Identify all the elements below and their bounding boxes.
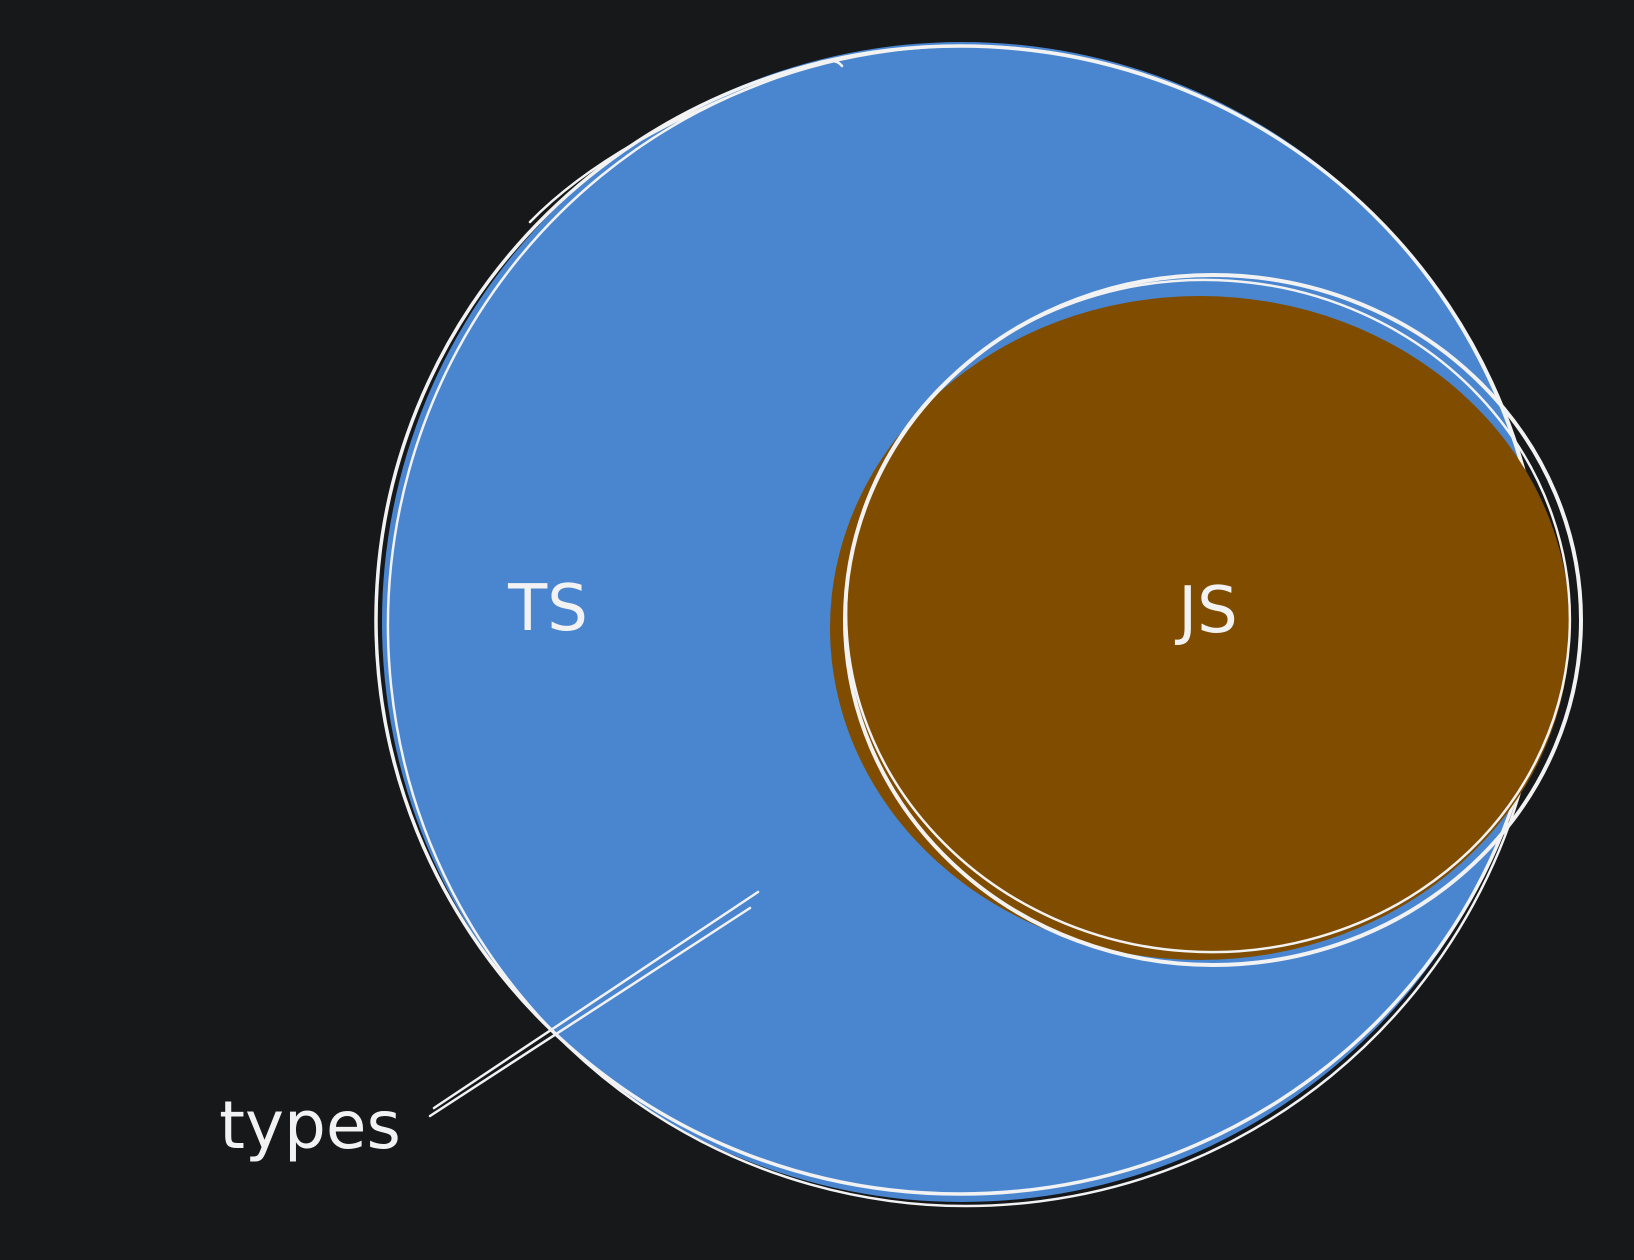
annotation-label: types [219, 1087, 401, 1164]
annotation-leader-line [428, 890, 760, 1118]
inner-set-outline-2 [844, 278, 1572, 954]
inner-set-fill [830, 296, 1570, 960]
inner-set-js[interactable] [823, 256, 1592, 977]
inner-set-label: JS [1174, 574, 1238, 648]
outer-set-stroke-tail [528, 59, 844, 224]
outer-set-label: TS [507, 572, 588, 646]
